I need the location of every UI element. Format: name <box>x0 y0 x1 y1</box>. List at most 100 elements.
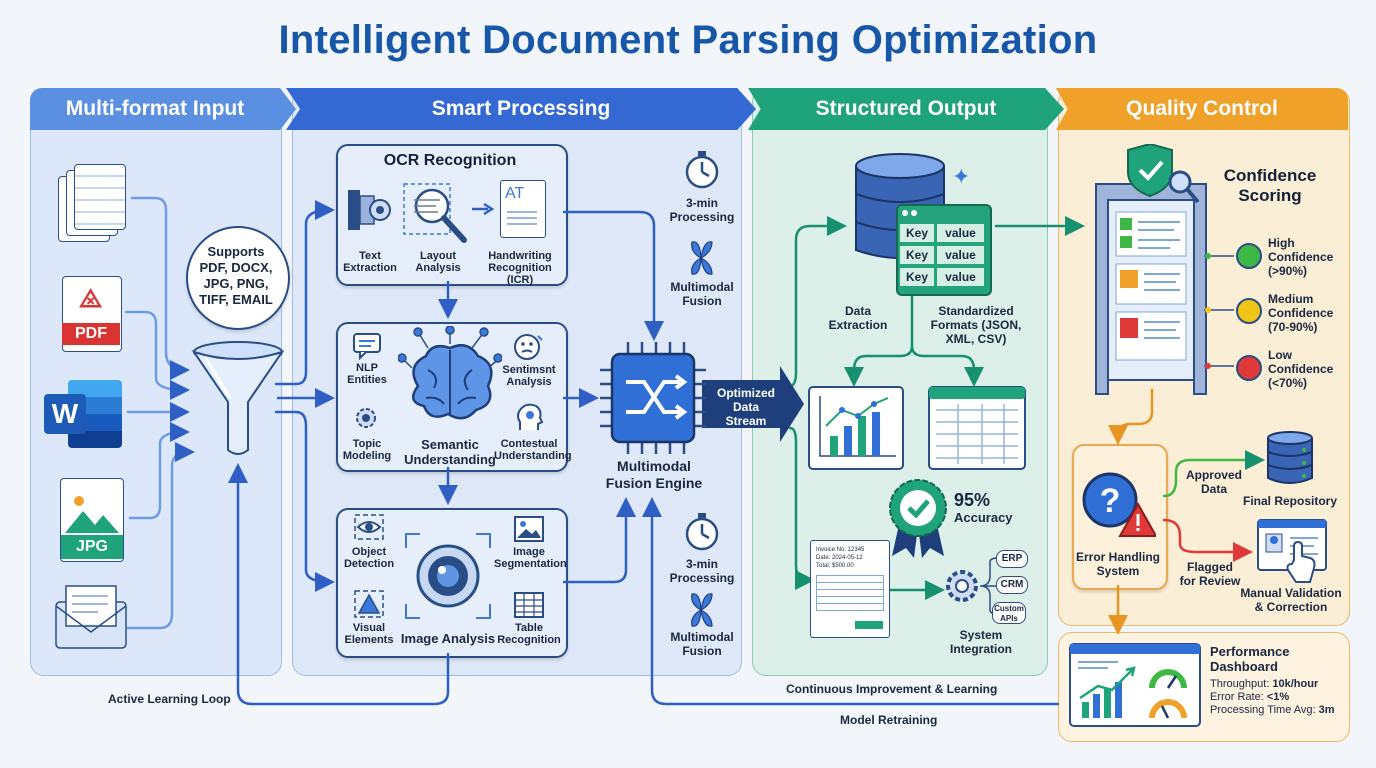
jpg-tag: JPG <box>61 535 123 559</box>
final-repository-label: Final Repository <box>1242 494 1337 508</box>
small-arrow-icon <box>472 202 495 216</box>
stopwatch-icon <box>685 151 719 189</box>
quality-screen-icon <box>1095 144 1207 395</box>
pdf-symbol-icon: ⨻ <box>79 283 103 313</box>
banner-output: Structured Output <box>748 88 1064 130</box>
word-file-icon: W <box>44 380 122 448</box>
line-chart-icon <box>808 386 904 470</box>
banner-quality-label: Quality Control <box>1126 97 1278 120</box>
formats-line-4: TIFF, EMAIL <box>199 292 273 307</box>
error-rate-label: Error Rate: <box>1210 691 1264 703</box>
invoice-line-3: Total: $500.00 <box>816 563 854 569</box>
kv-row-2: Key value <box>900 246 984 264</box>
banner-output-label: Structured Output <box>815 97 997 120</box>
formats-bubble <box>186 226 290 330</box>
stopwatch-icon-bottom <box>685 513 719 551</box>
model-retraining-label: Model Retraining <box>840 713 938 727</box>
camera-lens-icon <box>405 533 491 619</box>
invoice-document: Invoice No. 12345 Date: 2024-05-12 Total… <box>810 540 890 638</box>
pdf-file-icon: ⨻ PDF <box>62 276 122 352</box>
invoice-line-1: Invoice No. 12345 <box>816 547 865 553</box>
visual-elements-icon <box>354 590 384 618</box>
kv-row-3: Key value <box>900 268 984 286</box>
handwriting-doc-icon: AT <box>500 180 546 238</box>
active-learning-label: Active Learning Loop <box>108 692 231 706</box>
handwriting-doc-tag: AT <box>505 185 525 202</box>
sparkle-icon: ✦ <box>952 164 971 189</box>
image-analysis-label: Image Analysis <box>400 631 496 646</box>
accuracy-label: Accuracy <box>954 510 1013 525</box>
invoice-line-2: Date: 2024-05-12 <box>816 555 863 561</box>
word-tag: W <box>44 394 86 434</box>
kv-key-2: Key <box>900 246 934 264</box>
repository-database-icon <box>1267 431 1313 484</box>
integration-custom: Custom APIs <box>992 602 1026 624</box>
banner-processing: Smart Processing <box>286 88 756 130</box>
funnel-icon <box>191 341 285 455</box>
eye-icon <box>354 514 384 540</box>
kv-row-1: Key value <box>900 224 984 242</box>
manual-validation-label: Manual Validation& Correction <box>1240 586 1342 614</box>
error-rate-row: Error Rate: <1% <box>1210 691 1289 704</box>
kv-key-1: Key <box>900 224 934 242</box>
ocr-title: OCR Recognition <box>383 152 517 169</box>
continuous-improvement-label: Continuous Improvement & Learning <box>786 682 998 696</box>
sentiment-face-icon <box>514 334 543 360</box>
manual-validation-icon <box>1257 519 1327 583</box>
layout-magnifier-icon <box>403 183 467 243</box>
kv-value-1: value <box>937 224 984 242</box>
error-rate-value: <1% <box>1266 691 1290 703</box>
formats-line-2: PDF, DOCX, <box>199 260 273 275</box>
banner-quality: Quality Control <box>1056 88 1348 130</box>
formats-bubble-text: Supports PDF, DOCX, JPG, PNG, TIFF, EMAI… <box>186 244 286 308</box>
banner-processing-label: Smart Processing <box>431 97 611 120</box>
throughput-label: Throughput: <box>1210 678 1270 690</box>
banner-input: Multi-format Input <box>30 88 296 130</box>
fusion-swirl-icon-bottom <box>691 593 713 627</box>
integration-erp: ERP <box>996 550 1028 568</box>
processing-time-row: Processing Time Avg: 3m <box>1210 704 1335 717</box>
contextual-head-icon <box>517 403 544 430</box>
throughput-row: Throughput: 10k/hour <box>1210 678 1318 691</box>
fusion-engine-chip-icon <box>600 342 706 454</box>
svg-text:?: ? <box>1100 482 1121 520</box>
question-warning-icon: ? <box>1082 472 1156 537</box>
processing-time-label: Processing Time Avg: <box>1210 704 1316 716</box>
formats-line-3: JPG, PNG, <box>203 276 269 291</box>
fusion-swirl-icon <box>691 241 713 275</box>
error-box <box>1072 444 1168 590</box>
table-icon <box>514 592 544 618</box>
kv-value-2: value <box>937 246 984 264</box>
accuracy-badge-icon <box>889 479 947 558</box>
formats-line-1: Supports <box>207 244 265 259</box>
chat-bubble-icon <box>353 333 381 360</box>
image-landscape-icon <box>65 496 119 533</box>
low-indicator-icon <box>1236 355 1262 381</box>
pdf-tag: PDF <box>62 323 120 345</box>
